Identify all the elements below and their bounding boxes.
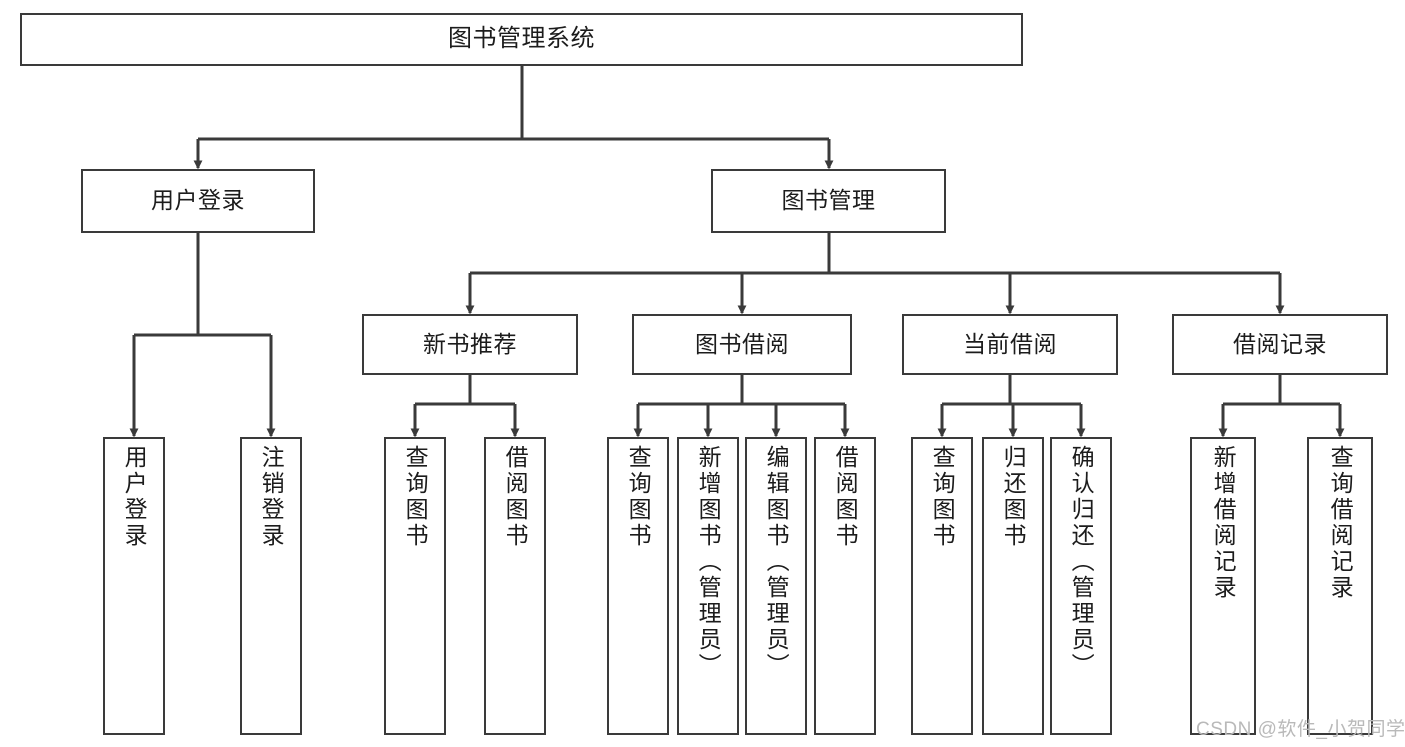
node-user-login[interactable]: 用户登录 — [81, 169, 315, 233]
node-root[interactable]: 图书管理系统 — [20, 13, 1023, 66]
node-leaf-bb-borrow[interactable]: 借阅图书 — [814, 437, 876, 735]
node-leaf-rec-borrow[interactable]: 借阅图书 — [484, 437, 546, 735]
node-leaf-rec-query[interactable]: 查询图书 — [384, 437, 446, 735]
node-label: 查询图书 — [402, 445, 429, 549]
node-label: 归还图书 — [1000, 445, 1027, 549]
node-label: 当前借阅 — [963, 330, 1057, 357]
node-new-book-rec[interactable]: 新书推荐 — [362, 314, 578, 375]
node-leaf-cb-confirm[interactable]: 确认归还（管理员） — [1050, 437, 1112, 735]
node-label: 新增图书（管理员） — [695, 445, 722, 679]
node-leaf-bb-add[interactable]: 新增图书（管理员） — [677, 437, 739, 735]
node-label: 新书推荐 — [423, 330, 517, 357]
watermark-text: CSDN @软件_小贺同学 — [1196, 719, 1405, 740]
node-label: 查询图书 — [929, 445, 956, 549]
edge-group — [129, 66, 1345, 438]
node-leaf-br-query[interactable]: 查询借阅记录 — [1307, 437, 1373, 735]
node-leaf-user-logout[interactable]: 注销登录 — [240, 437, 302, 735]
node-label: 用户登录 — [121, 445, 148, 549]
node-leaf-br-add[interactable]: 新增借阅记录 — [1190, 437, 1256, 735]
node-leaf-user-login[interactable]: 用户登录 — [103, 437, 165, 735]
node-label: 借阅记录 — [1233, 330, 1327, 357]
node-label: 用户登录 — [151, 187, 245, 214]
node-label: 编辑图书（管理员） — [763, 445, 790, 679]
node-book-borrow[interactable]: 图书借阅 — [632, 314, 852, 375]
node-label: 查询图书 — [625, 445, 652, 549]
node-leaf-cb-return[interactable]: 归还图书 — [982, 437, 1044, 735]
node-leaf-bb-query[interactable]: 查询图书 — [607, 437, 669, 735]
node-label: 注销登录 — [258, 445, 285, 549]
node-current-borrow[interactable]: 当前借阅 — [902, 314, 1118, 375]
node-label: 查询借阅记录 — [1327, 445, 1354, 601]
node-label: 图书管理 — [781, 187, 876, 214]
node-label: 借阅图书 — [832, 445, 859, 549]
node-label: 新增借阅记录 — [1210, 445, 1237, 601]
node-label: 确认归还（管理员） — [1068, 445, 1095, 679]
node-label: 借阅图书 — [502, 445, 529, 549]
node-label: 图书借阅 — [695, 330, 789, 357]
node-borrow-record[interactable]: 借阅记录 — [1172, 314, 1388, 375]
node-leaf-cb-query[interactable]: 查询图书 — [911, 437, 973, 735]
node-leaf-bb-edit[interactable]: 编辑图书（管理员） — [745, 437, 807, 735]
node-label: 图书管理系统 — [448, 25, 595, 53]
node-book-manage[interactable]: 图书管理 — [711, 169, 946, 233]
